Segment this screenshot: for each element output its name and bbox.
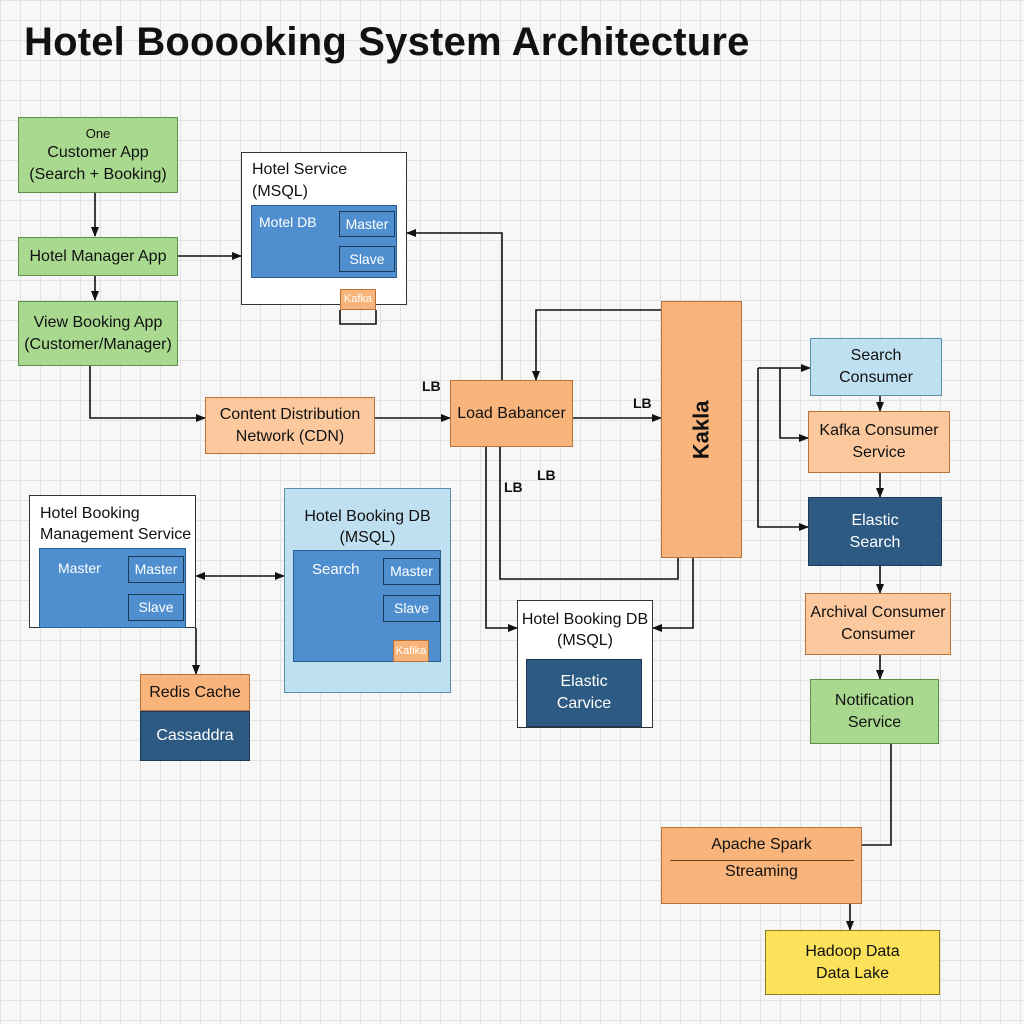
page-title: Hotel Booooking System Architecture: [24, 20, 750, 64]
arrow-lb-to-hotel-service: [406, 229, 503, 380]
customer-app-title: Customer App: [47, 144, 149, 162]
hotel-db-master-label: Master: [345, 215, 389, 232]
cdn: Content Distribution Network (CDN): [205, 397, 375, 454]
hb-db2-subtitle: (MSQL): [557, 632, 613, 649]
hbms-db-master-text: Master: [58, 560, 101, 576]
archival-consumer-line1: Archival Consumer: [810, 604, 946, 622]
hbms-line2: Management Service: [40, 526, 192, 543]
cassandra: Cassaddra: [140, 711, 250, 761]
hotel-service-kafka-label: Kafka: [343, 293, 373, 306]
archival-consumer: Archival Consumer Consumer: [805, 593, 951, 655]
spark-line1: Apache Spark: [711, 836, 812, 853]
arrow-lb-to-hb-db2: [485, 447, 518, 632]
kafka-consumer-line1: Kafka Consumer: [819, 422, 939, 440]
hb-db-master-label: Master: [390, 563, 433, 580]
spark-line2: Streaming: [725, 863, 798, 880]
notification-service-line1: Notification: [834, 691, 915, 709]
redis-cache: Redis Cache: [140, 674, 250, 711]
customer-app-prefix: One: [85, 125, 111, 141]
kafka-broker: Kakla: [661, 301, 742, 558]
hadoop-line1: Hadoop Data: [805, 942, 900, 960]
hbms-master-label: Master: [134, 561, 178, 578]
arrow-view-to-cdn: [89, 366, 206, 422]
hb-db-search-label: Search: [312, 561, 360, 578]
cdn-line1: Content Distribution: [219, 405, 361, 423]
hbms-slave: Slave: [128, 594, 184, 621]
elastic-service: Elastic Carvice: [526, 659, 642, 727]
view-booking-app-subtitle: (Customer/Manager): [24, 335, 172, 353]
cassandra-label: Cassaddra: [156, 727, 234, 745]
hotel-service-kafka: Kafka: [340, 289, 376, 310]
load-balancer-label: Load Babancer: [457, 404, 566, 422]
hb-db-slave: Slave: [383, 595, 440, 622]
view-booking-app: View Booking App (Customer/Manager): [18, 301, 178, 366]
notification-service: Notification Service: [810, 679, 939, 744]
hb-db-slave-label: Slave: [393, 600, 430, 617]
apache-spark-streaming: Apache Spark Streaming: [661, 827, 862, 904]
notification-service-line2: Service: [847, 713, 902, 731]
customer-app-subtitle: (Search + Booking): [29, 165, 167, 183]
elastic-search-line2: Search: [849, 533, 901, 551]
hotel-db-slave-label: Slave: [349, 250, 385, 267]
hadoop-data-lake: Hadoop Data Data Lake: [765, 930, 940, 995]
lb-label-lower-left: LB: [504, 479, 523, 495]
hb-db-subtitle: (MSQL): [339, 529, 396, 546]
hbms-master: Master: [128, 556, 184, 583]
hb-db-kafka: Kafika: [393, 640, 429, 662]
search-consumer-line2: Consumer: [839, 369, 913, 386]
hotel-manager-app: Hotel Manager App: [18, 237, 178, 276]
hbms-line1: Hotel Booking: [40, 505, 140, 522]
load-balancer: Load Babancer: [450, 380, 573, 447]
arrow-to-kafka-consumer: [779, 368, 809, 442]
search-consumer: Search Consumer: [810, 338, 942, 396]
hb-db-kafka-label: Kafika: [395, 644, 427, 657]
motel-db-label: Motel DB: [259, 214, 317, 230]
hotel-manager-app-title: Hotel Manager App: [29, 247, 167, 265]
lb-label-lower-right: LB: [537, 467, 556, 483]
hotel-service-subtitle: (MSQL): [252, 183, 308, 200]
cdn-line2: Network (CDN): [235, 427, 345, 445]
hb-db-title: Hotel Booking DB: [304, 508, 431, 525]
line-lb-loop-kafka: [499, 447, 679, 580]
hotel-service-title: Hotel Service: [252, 161, 348, 178]
redis-cache-label: Redis Cache: [149, 683, 241, 701]
line-notification-to-spark: [862, 744, 892, 846]
search-consumer-line1: Search: [850, 347, 902, 365]
hotel-db-master: Master: [339, 211, 395, 237]
hadoop-line2: Data Lake: [816, 964, 889, 982]
elastic-search: Elastic Search: [808, 497, 942, 566]
line-hotel-kafka-loop: [339, 310, 377, 325]
elastic-search-line1: Elastic: [851, 511, 899, 529]
customer-app: One Customer App (Search + Booking): [18, 117, 178, 193]
arrow-kafka-to-lb: [532, 309, 661, 381]
hb-db-master: Master: [383, 558, 440, 585]
lb-label-right: LB: [633, 395, 652, 411]
lb-label-left: LB: [422, 378, 441, 394]
hbms-slave-label: Slave: [138, 599, 174, 616]
elastic-service-line1: Elastic: [560, 673, 608, 691]
kafka-consumer-service: Kafka Consumer Service: [808, 411, 950, 473]
kafka-broker-label: Kakla: [688, 400, 714, 459]
hotel-db-slave: Slave: [339, 246, 395, 272]
view-booking-app-title: View Booking App: [33, 313, 163, 331]
arrow-to-elastic-search: [757, 368, 809, 531]
spark-divider: [670, 860, 854, 861]
elastic-service-line2: Carvice: [556, 695, 612, 712]
archival-consumer-line2: Consumer: [841, 626, 915, 643]
kafka-consumer-line2: Service: [852, 444, 906, 461]
arrow-kafka-to-hb-db2: [652, 558, 694, 632]
hb-db2-title: Hotel Booking DB: [521, 611, 649, 628]
